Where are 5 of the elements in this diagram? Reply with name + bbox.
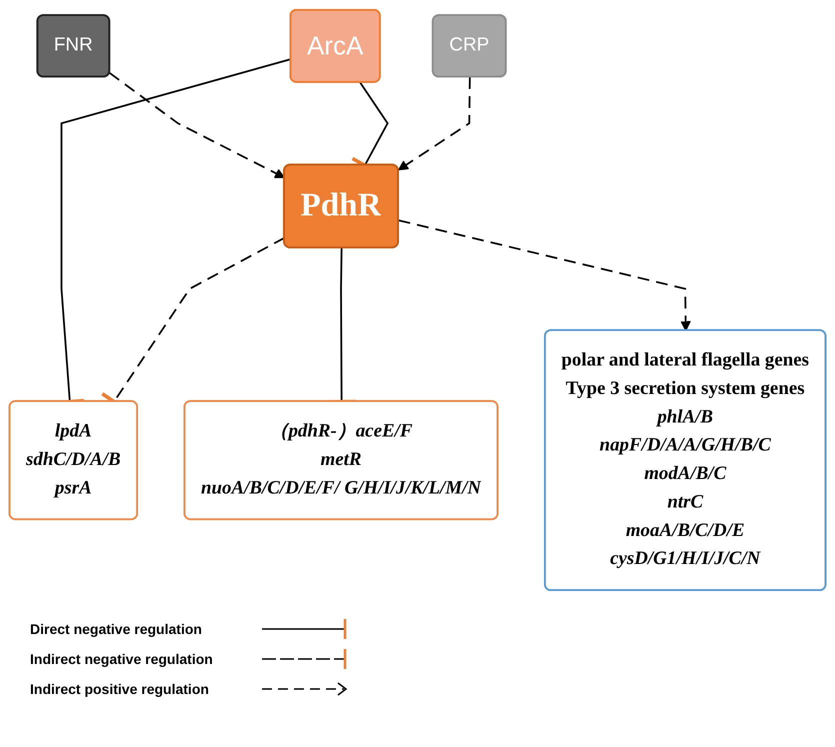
legend-text: Indirect positive regulation xyxy=(30,681,210,697)
arrow xyxy=(398,219,691,332)
legend-text: Indirect negative regulation xyxy=(30,651,214,667)
legend-text: Direct negative regulation xyxy=(30,621,203,637)
arrow xyxy=(398,77,471,170)
